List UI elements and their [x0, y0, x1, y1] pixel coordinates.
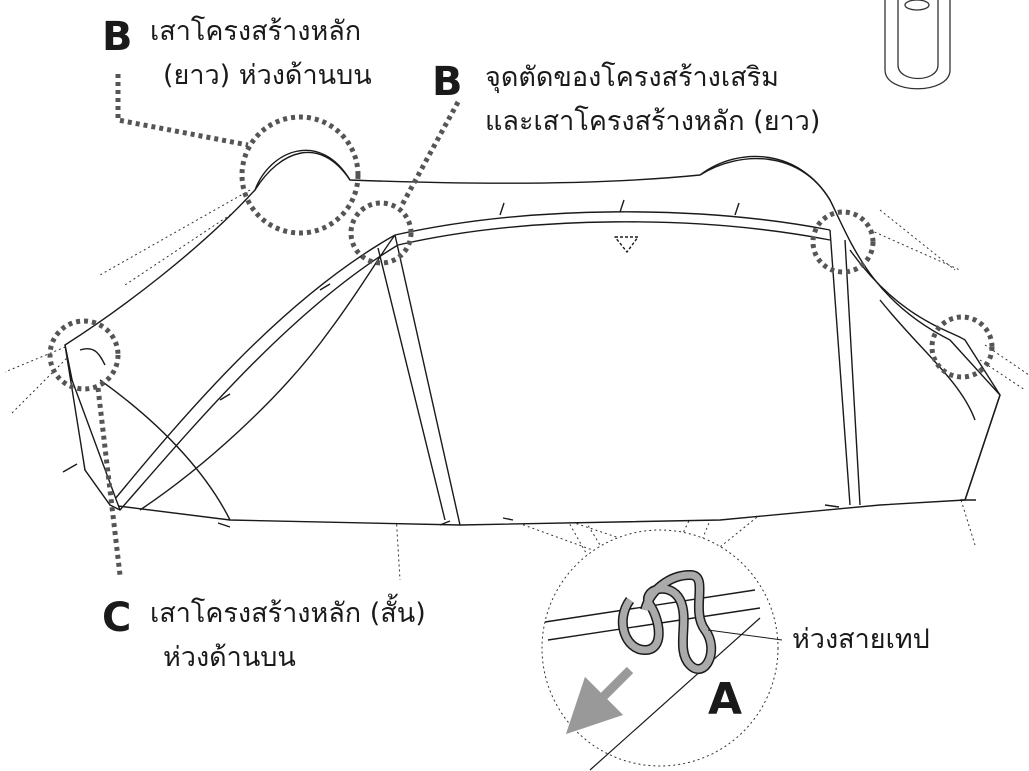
label-c-letter: C [102, 595, 132, 641]
label-b-letter-1: B [102, 14, 133, 60]
detail-inset [541, 529, 783, 771]
label-c-line1: เสาโครงสร้างหลัก (สั้น) [150, 598, 426, 629]
label-b-letter-2: B [432, 59, 463, 105]
tent-body [62, 149, 1001, 528]
label-a-letter: A [708, 674, 743, 725]
label-b-2-line2: และเสาโครงสร้างหลัก (ยาว) [485, 106, 821, 137]
label-c-line2: ห่วงด้านบน [163, 642, 296, 673]
label-b-1-line1: เสาโครงสร้างหลัก [150, 16, 362, 47]
leader-lines [95, 74, 461, 576]
label-b-1-line2: (ยาว) ห่วงด้านบน [163, 60, 372, 91]
highlight-circles [47, 114, 995, 392]
label-b-2-line1: จุดตัดของโครงสร้างเสริม [485, 62, 779, 93]
hook-detail [884, 0, 951, 90]
label-tape-loop: ห่วงสายเทป [792, 624, 930, 655]
